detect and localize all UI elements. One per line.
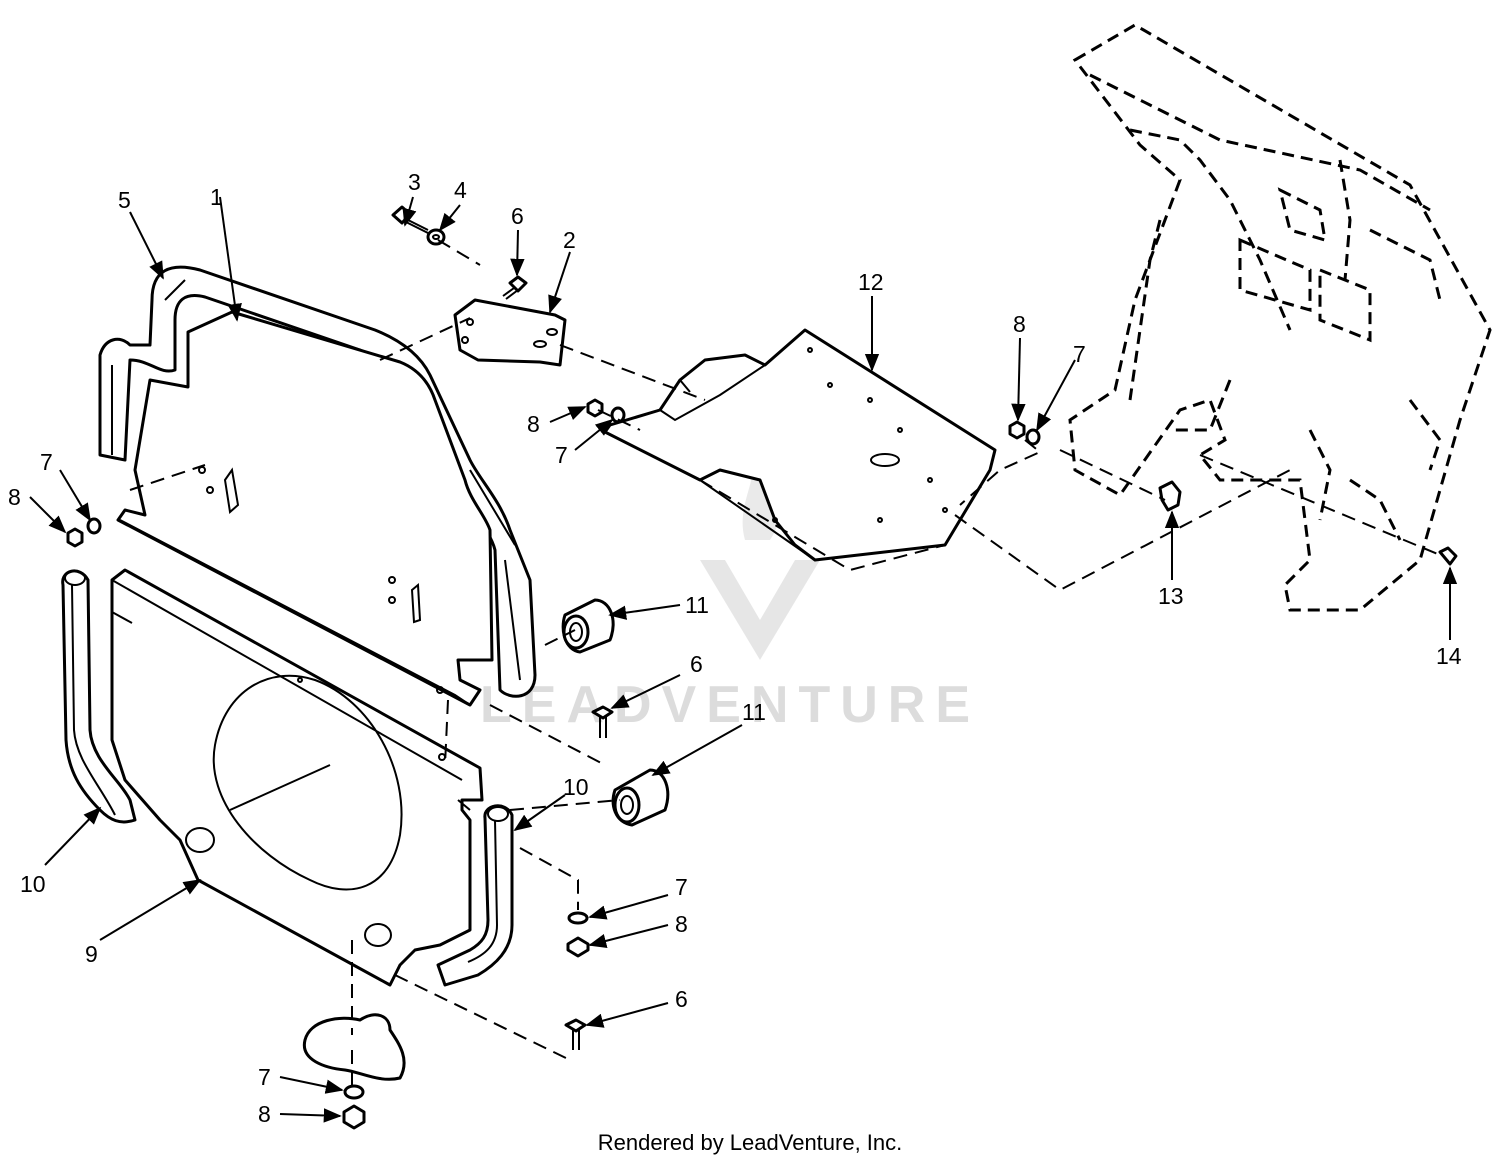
callout-7-right: 7: [1073, 341, 1086, 367]
callout-6-top: 6: [511, 203, 524, 229]
callout-7-left: 7: [40, 449, 53, 475]
callout-7-mid: 7: [555, 442, 568, 468]
callout-7-bottom: 7: [258, 1064, 271, 1090]
callout-6-middle: 6: [690, 651, 703, 677]
callouts: 5 1 3 4 6 2 12 8 7 8 7 7 8 11 6 11 13 14…: [8, 169, 1462, 1127]
part-7-washer-left: [86, 517, 102, 535]
part-11-bushing-upper: [561, 598, 615, 654]
callout-8-lowerright: 8: [675, 911, 688, 937]
callout-3: 3: [408, 169, 421, 195]
part-10-seal-left: [61, 569, 137, 824]
part-14-screw: [1438, 546, 1458, 566]
part-8-nut-bottom: [342, 1104, 366, 1130]
callout-10-right: 10: [563, 774, 589, 800]
watermark-text: LEADVENTURE: [480, 676, 980, 734]
callout-4: 4: [454, 177, 467, 203]
callout-10-left: 10: [20, 871, 46, 897]
callout-1: 1: [210, 184, 223, 210]
callout-11-lower: 11: [742, 699, 766, 725]
part-13-clip: [1158, 480, 1182, 512]
callout-8-mid: 8: [527, 411, 540, 437]
leader-lines: [29, 196, 1458, 1123]
part-7-washer-bottom: [343, 1084, 365, 1100]
callout-13: 13: [1158, 583, 1184, 609]
callout-5: 5: [118, 187, 131, 213]
isolator-pad: [302, 1013, 406, 1081]
footer-credit: Rendered by LeadVenture, Inc.: [597, 1130, 903, 1155]
part-9-lower-baffle: [110, 568, 484, 987]
callout-8-right: 8: [1013, 311, 1026, 337]
callout-8-bottom: 8: [258, 1101, 271, 1127]
part-6-bolt-middle: [591, 705, 614, 738]
callout-8-left: 8: [8, 484, 21, 510]
part-7-washer-lowerright: [567, 911, 589, 925]
callout-12: 12: [858, 269, 884, 295]
callout-7-lowerright: 7: [675, 874, 688, 900]
part-10-seal-right: [436, 804, 514, 987]
part-11-bushing-lower: [611, 768, 670, 827]
watermark-logo: [700, 450, 820, 660]
part-1-upper-baffle: [116, 310, 494, 707]
part-8-nut-right: [1008, 420, 1026, 440]
part-6-bolt-top: [502, 275, 528, 300]
engine-frame-outline: [1068, 23, 1492, 612]
part-8-nut-left: [66, 527, 84, 548]
callout-11-upper: 11: [685, 592, 709, 618]
callout-2: 2: [563, 227, 576, 253]
part-7-washer-right: [1025, 428, 1041, 446]
part-8-nut-lowerright: [566, 936, 590, 958]
part-2-bracket: [453, 298, 567, 367]
callout-6-bottom: 6: [675, 986, 688, 1012]
part-5-seal-frame: [98, 265, 537, 698]
callout-9: 9: [85, 941, 98, 967]
callout-14: 14: [1436, 643, 1462, 669]
part-8-nut-mid: [586, 398, 604, 418]
assembly-lines: [129, 239, 1441, 1085]
watermark: LEADVENTURE: [480, 450, 980, 734]
part-6-bolt-bottom: [564, 1018, 587, 1050]
part-3-bolt: [391, 205, 429, 234]
part-12-mounting-plate: [603, 328, 997, 562]
part-7-washer-mid: [610, 406, 626, 424]
